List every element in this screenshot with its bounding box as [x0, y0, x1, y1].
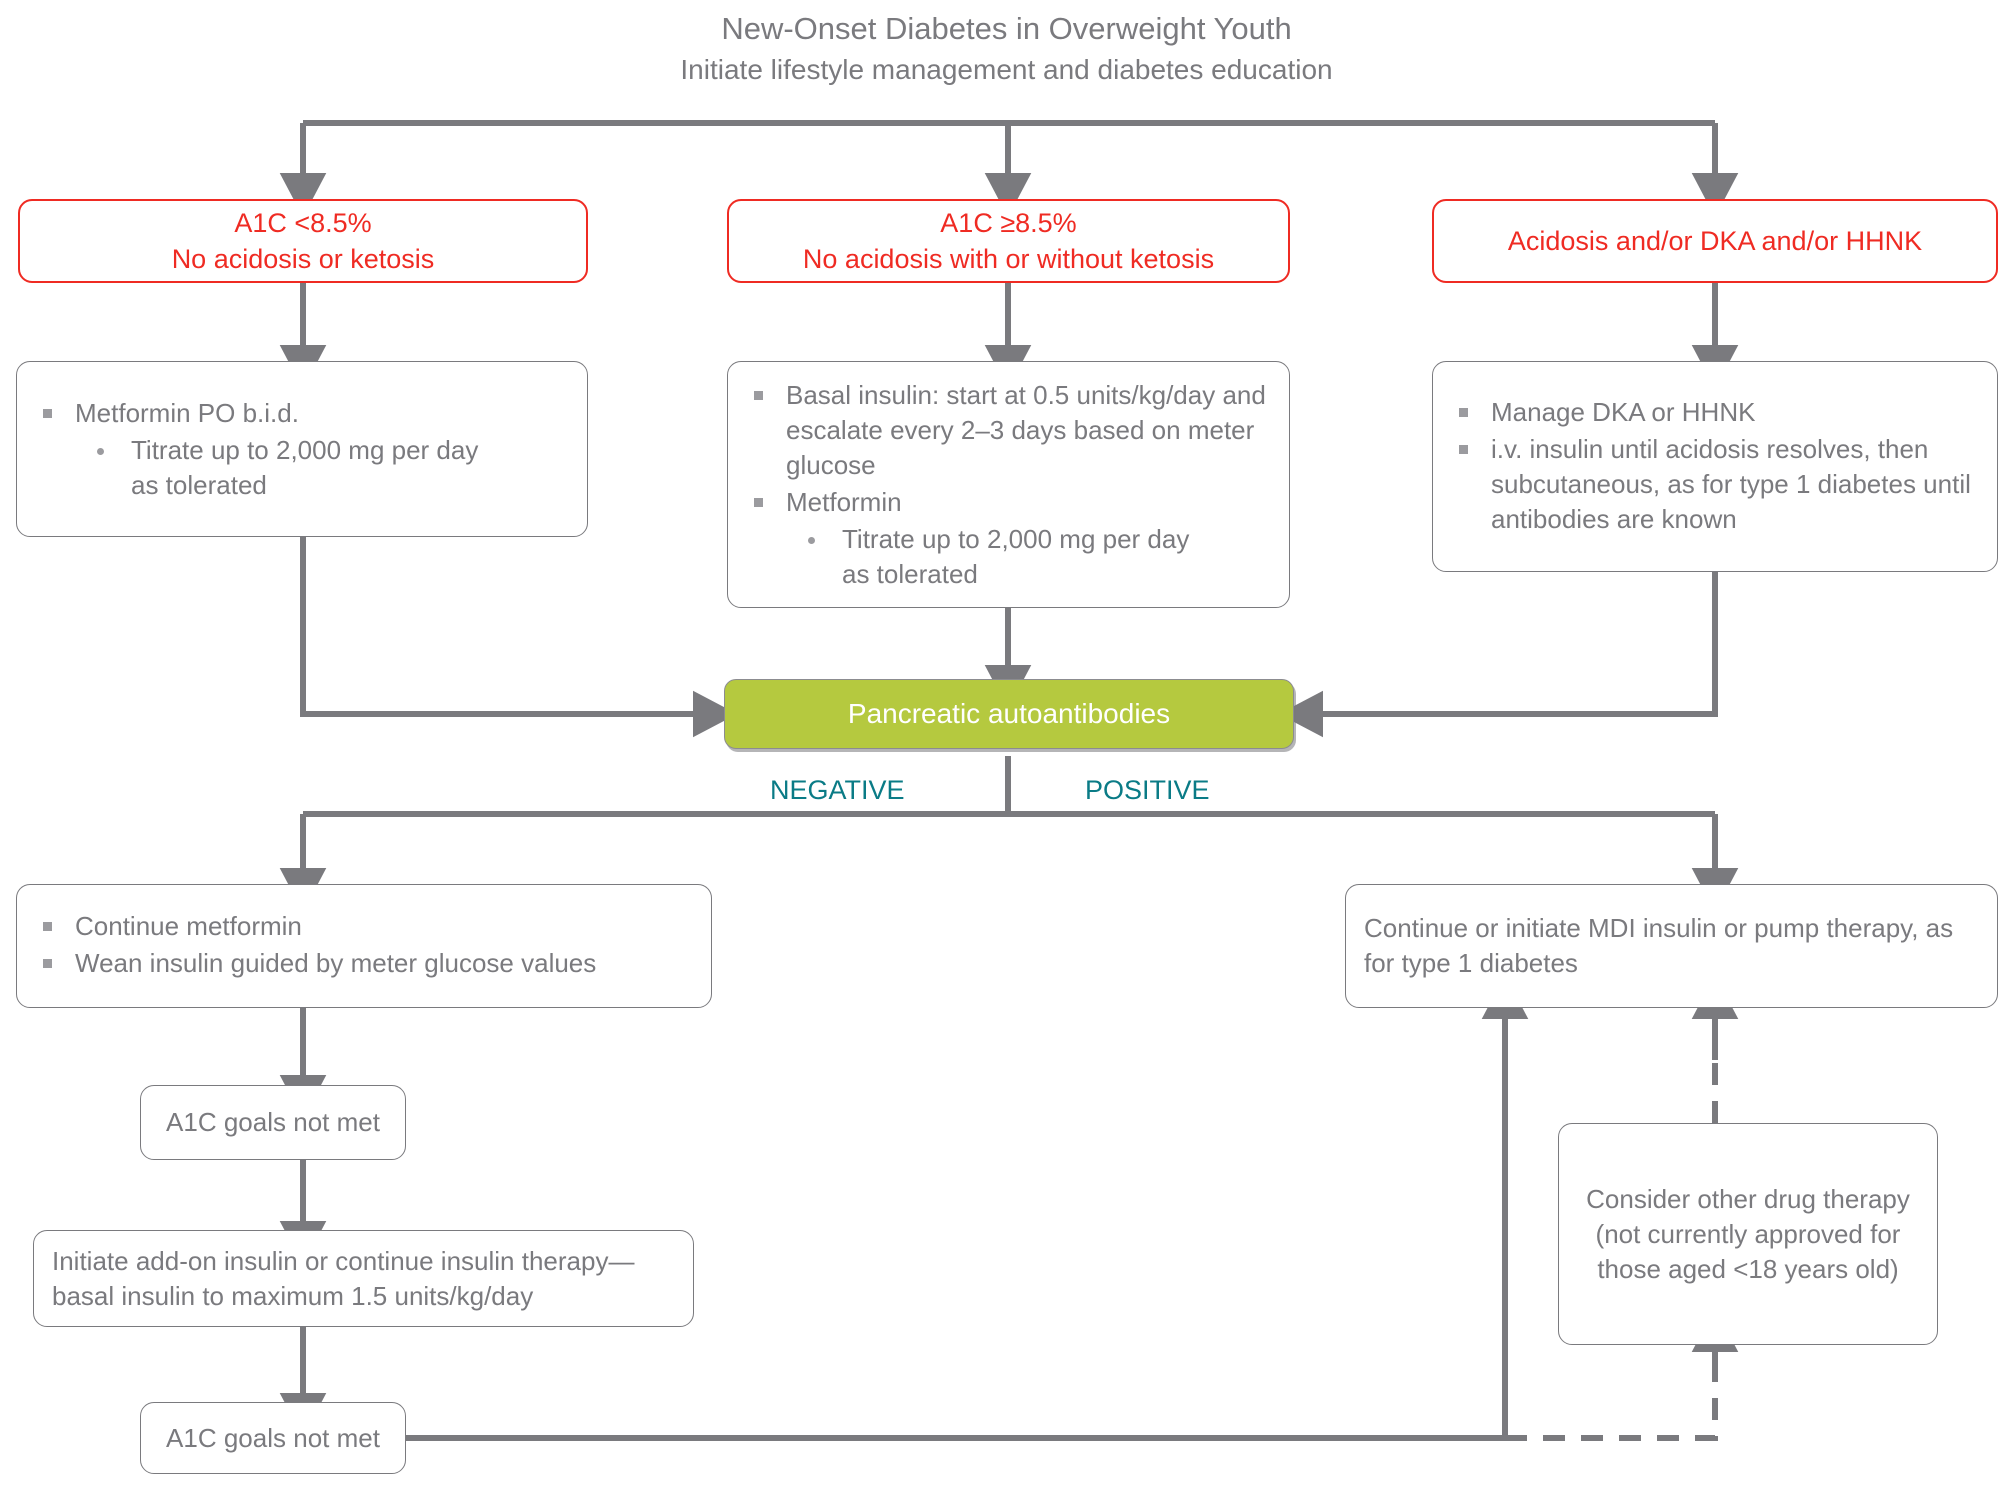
decision-a1c-high-line2: No acidosis with or without ketosis: [802, 244, 1215, 274]
treatment-middle-subbullets: Titrate up to 2,000 mg per day as tolera…: [746, 522, 1271, 592]
decision-a1c-high[interactable]: A1C ≥8.5% No acidosis with or without ke…: [727, 199, 1290, 283]
treatment-box-metformin[interactable]: Metformin PO b.i.d. Titrate up to 2,000 …: [16, 361, 588, 537]
branch-label-positive: POSITIVE: [1085, 775, 1210, 805]
decision-a1c-low-line2: No acidosis or ketosis: [171, 244, 435, 274]
decision-acidosis-dka-hhnk[interactable]: Acidosis and/or DKA and/or HHNK: [1432, 199, 1998, 283]
list-item: Basal insulin: start at 0.5 units/kg/day…: [746, 378, 1271, 483]
test-node-pancreatic-autoantibodies[interactable]: Pancreatic autoantibodies: [724, 679, 1294, 749]
treatment-box-dka-management[interactable]: Manage DKA or HHNK i.v. insulin until ac…: [1432, 361, 1998, 572]
negative-continue-metformin-box[interactable]: Continue metformin Wean insulin guided b…: [16, 884, 712, 1008]
addon-text: Initiate add-on insulin or continue insu…: [52, 1245, 635, 1311]
subbullet-text-line1: Titrate up to 2,000 mg per day: [842, 523, 1190, 554]
negative-a1c-goals-not-met-2[interactable]: A1C goals not met: [140, 1402, 406, 1474]
bullet-text: Continue metformin: [75, 911, 302, 941]
decision-a1c-low-line1: A1C <8.5%: [234, 208, 372, 238]
list-item: Continue metformin: [35, 909, 693, 944]
branch-label-negative: NEGATIVE: [770, 775, 905, 805]
list-item: i.v. insulin until acidosis resolves, th…: [1451, 432, 1979, 537]
title-line-1: New-Onset Diabetes in Overweight Youth: [721, 11, 1292, 46]
square-bullet-icon: [754, 497, 763, 507]
round-bullet-icon: [97, 447, 104, 455]
subbullet-text-line1: Titrate up to 2,000 mg per day: [131, 434, 479, 465]
page-title: New-Onset Diabetes in Overweight Youth I…: [0, 8, 2013, 90]
subbullet-text-line2: as tolerated: [842, 558, 978, 589]
list-item: Titrate up to 2,000 mg per day: [746, 522, 1271, 557]
list-item: Titrate up to 2,000 mg per day: [35, 433, 569, 468]
bullet-text: Wean insulin guided by meter glucose val…: [75, 948, 597, 978]
goal-label: A1C goals not met: [166, 1422, 380, 1453]
bullet-text: i.v. insulin until acidosis resolves, th…: [1491, 433, 1971, 534]
treatment-left-bullets: Metformin PO b.i.d.: [35, 396, 569, 433]
decision-acidosis-line1: Acidosis and/or DKA and/or HHNK: [1507, 226, 1923, 256]
bullet-text: Metformin PO b.i.d.: [75, 397, 299, 428]
positive-other-drug-therapy-box[interactable]: Consider other drug therapy (not current…: [1558, 1123, 1938, 1345]
decision-a1c-high-line1: A1C ≥8.5%: [940, 208, 1077, 238]
list-item: as tolerated: [35, 468, 569, 503]
square-bullet-icon: [43, 959, 52, 968]
negative-bullets: Continue metformin Wean insulin guided b…: [35, 909, 693, 983]
square-bullet-icon: [1459, 444, 1468, 454]
square-bullet-icon: [754, 390, 763, 400]
treatment-box-basal-insulin[interactable]: Basal insulin: start at 0.5 units/kg/day…: [727, 361, 1290, 608]
list-item: as tolerated: [746, 557, 1271, 592]
bullet-text: Manage DKA or HHNK: [1491, 396, 1756, 427]
positive-mdi-insulin-box[interactable]: Continue or initiate MDI insulin or pump…: [1345, 884, 1998, 1008]
list-item: Metformin PO b.i.d.: [35, 396, 569, 431]
round-bullet-icon: [808, 536, 815, 544]
list-item: Metformin: [746, 485, 1271, 520]
treatment-middle-bullets: Basal insulin: start at 0.5 units/kg/day…: [746, 378, 1271, 522]
mdi-text: Continue or initiate MDI insulin or pump…: [1364, 913, 1954, 978]
negative-a1c-goals-not-met-1[interactable]: A1C goals not met: [140, 1085, 406, 1160]
title-subtitle: Initiate lifestyle management and diabet…: [680, 54, 1333, 85]
goal-label: A1C goals not met: [166, 1107, 380, 1137]
square-bullet-icon: [1459, 407, 1468, 417]
other-drug-text: Consider other drug therapy (not current…: [1586, 1183, 1910, 1284]
negative-addon-insulin-box[interactable]: Initiate add-on insulin or continue insu…: [33, 1230, 694, 1327]
list-item: Wean insulin guided by meter glucose val…: [35, 946, 693, 981]
subbullet-text-line2: as tolerated: [131, 469, 267, 500]
list-item: Manage DKA or HHNK: [1451, 395, 1979, 430]
bullet-text: Metformin: [786, 486, 902, 517]
treatment-right-bullets: Manage DKA or HHNK i.v. insulin until ac…: [1451, 395, 1979, 539]
treatment-left-subbullets: Titrate up to 2,000 mg per day as tolera…: [35, 433, 569, 503]
square-bullet-icon: [43, 922, 52, 931]
decision-a1c-low[interactable]: A1C <8.5% No acidosis or ketosis: [18, 199, 588, 283]
square-bullet-icon: [43, 408, 52, 418]
bullet-text: Basal insulin: start at 0.5 units/kg/day…: [786, 379, 1266, 480]
test-node-label: Pancreatic autoantibodies: [847, 698, 1171, 729]
